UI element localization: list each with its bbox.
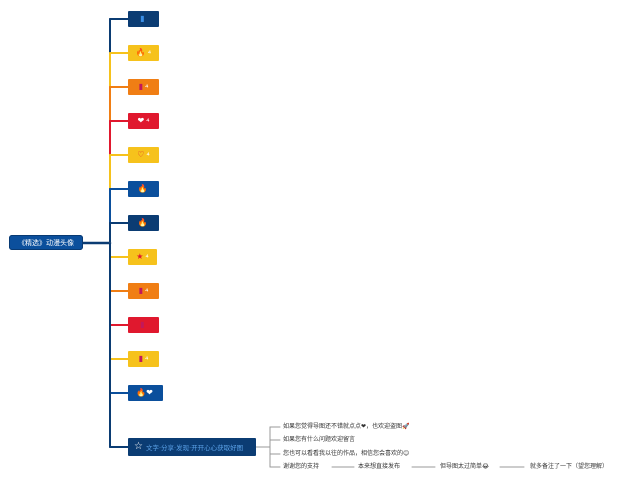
branch-node-7[interactable]: 🔥: [128, 215, 159, 231]
branch-node-last-label: 文字·分享·发现·开开心心获取好图: [145, 444, 244, 452]
heart-icon: ❤: [137, 116, 145, 125]
branch-node-9[interactable]: ▮⁴: [128, 283, 159, 299]
branch-node-last[interactable]: ☆ 文字·分享·发现·开开心心获取好图: [128, 438, 256, 456]
branch-node-mark: ⁴: [145, 252, 149, 262]
flag-icon: ▮: [140, 320, 145, 329]
flag-icon: ▮: [138, 286, 144, 295]
branch-node-5[interactable]: ♡⁴: [128, 147, 159, 163]
flag-icon: ▮: [138, 82, 144, 91]
branch-node-mark: ⁴: [146, 116, 150, 126]
branch-node-12[interactable]: 🔥❤: [128, 385, 163, 401]
note-2: 如果您有什么问题欢迎留言: [283, 436, 356, 443]
fire-icon: 🔥: [137, 218, 148, 227]
branch-node-mark: ⁴: [145, 354, 149, 364]
note-5: 本来想直接发布: [358, 463, 401, 470]
flag-icon: ▮: [138, 354, 144, 363]
fire-icon: 🔥: [137, 184, 148, 193]
fire-icon: 🔥: [135, 48, 146, 57]
branch-node-mark: ⁴: [145, 82, 149, 92]
root-node-label: 《精选》动漫头像: [18, 238, 74, 247]
root-node[interactable]: 《精选》动漫头像: [9, 235, 83, 250]
branch-node-8[interactable]: ★⁴: [128, 249, 157, 265]
star-outline-icon: ☆: [134, 441, 143, 452]
flag-icon: ▮: [140, 14, 145, 23]
branch-node-mark: ⁴: [146, 150, 150, 160]
branch-node-1[interactable]: ▮: [128, 11, 159, 27]
branch-node-mark: ⁴: [147, 48, 152, 58]
note-4: 谢谢您的支持: [283, 463, 320, 470]
note-1: 如果您觉得导图还不错就点点❤，也欢迎盗图🚀: [283, 423, 410, 430]
heart-outline-icon: ♡: [137, 150, 145, 159]
branch-node-2[interactable]: 🔥⁴: [128, 45, 159, 61]
branch-node-4[interactable]: ❤⁴: [128, 113, 159, 129]
note-7: 就多备注了一下（望您理解）: [530, 463, 609, 470]
branch-node-6[interactable]: 🔥: [128, 181, 159, 197]
fire-heart-icon: 🔥❤: [136, 388, 153, 397]
branch-node-11[interactable]: ▮⁴: [128, 351, 159, 367]
star-icon: ★: [136, 252, 144, 261]
note-6: 但导图太过简单😂: [440, 463, 490, 470]
branch-node-10[interactable]: ▮: [128, 317, 159, 333]
branch-node-mark: ⁴: [145, 286, 149, 296]
branch-node-3[interactable]: ▮⁴: [128, 79, 159, 95]
note-3: 您也可以看看我以往的作品，相信您会喜欢的😊: [283, 450, 410, 457]
